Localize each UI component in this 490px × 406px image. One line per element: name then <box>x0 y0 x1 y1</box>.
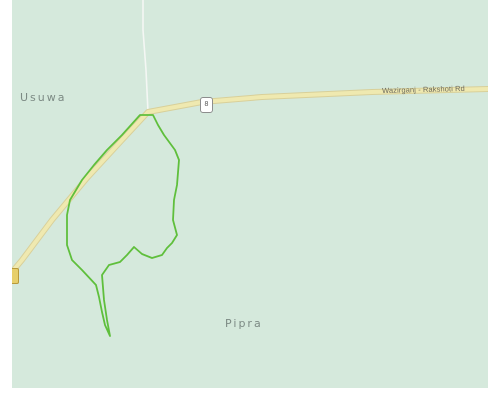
place-label-usuwa: Usuwa <box>20 91 67 104</box>
road-shield-icon: 8 <box>200 97 213 113</box>
map-layers <box>12 0 488 337</box>
minor-road <box>142 0 149 113</box>
main-road <box>12 87 488 274</box>
road-end-marker-icon <box>12 268 19 284</box>
place-label-pipra: Pipra <box>225 317 263 330</box>
map-canvas[interactable]: Usuwa Pipra Wazirganj - Rakshoti Rd 8 <box>12 0 488 388</box>
village-boundary <box>66 114 180 337</box>
